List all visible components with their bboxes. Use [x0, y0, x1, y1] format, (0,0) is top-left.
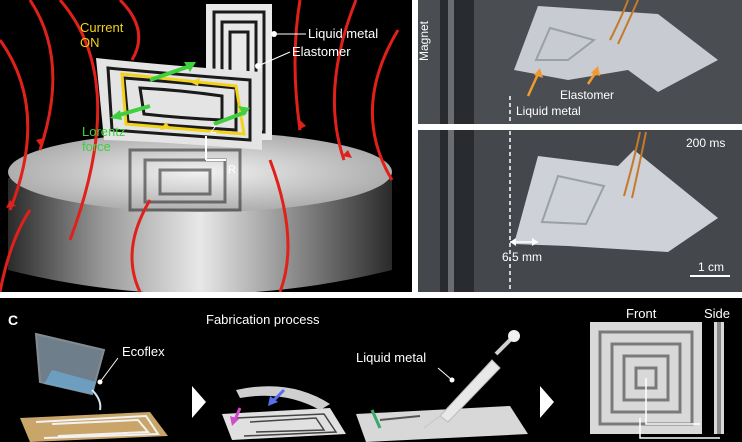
- time-label: 200 ms: [686, 136, 726, 150]
- injection-step: [356, 330, 528, 442]
- peel-step: [222, 386, 346, 440]
- axis-z-label: Z: [210, 124, 217, 136]
- label-arrows: [526, 66, 600, 97]
- syringe: [423, 330, 520, 429]
- ecoflex-beaker: [34, 332, 106, 411]
- side-view-coil: [714, 322, 724, 434]
- current-label: Current ON: [80, 20, 124, 50]
- magnetic-field-lines: [0, 0, 400, 292]
- magnet-cylinder-top: [8, 132, 392, 212]
- scale-bar-label: 1 cm: [698, 260, 725, 274]
- elastomer-label: Elastomer: [292, 44, 351, 59]
- panel-a-illustration: [0, 0, 400, 292]
- lorentz-force-label: Lorentz force: [82, 124, 126, 154]
- ecoflex-label: Ecoflex: [122, 344, 165, 359]
- fabrication-title: Fabrication process: [206, 312, 320, 327]
- actuator-bottom: [514, 150, 718, 252]
- field-arrowheads: [6, 120, 352, 208]
- step-arrow-1: [192, 386, 206, 418]
- liquid-metal-label: Liquid metal: [308, 26, 379, 41]
- actuator-top: [514, 6, 718, 92]
- panel-b-photos: [418, 0, 742, 292]
- coil-mold: [20, 412, 168, 442]
- panel-b: Magnet Elastomer Liquid metal 200 ms 6.5…: [418, 0, 742, 292]
- displacement-label: 6.5 mm: [502, 250, 543, 264]
- displacement-arrow: [510, 238, 538, 246]
- lorentz-force-arrows: [110, 62, 250, 126]
- panel-a: Current ON Lorentz force Liquid metal El…: [0, 0, 412, 292]
- liquid-metal-label: Liquid metal: [356, 350, 427, 365]
- panel-c: C Fabrication process Ecoflex Liquid met…: [0, 298, 742, 442]
- step-arrow-2: [540, 386, 554, 418]
- side-label: Side: [704, 306, 731, 321]
- coil-bent: [96, 58, 262, 150]
- axis-r-label: R: [228, 164, 236, 176]
- liquid-metal-label: Liquid metal: [516, 104, 581, 118]
- panel-c-letter: C: [8, 312, 19, 328]
- elastomer-label: Elastomer: [560, 88, 615, 102]
- coil-reflection: [128, 148, 242, 212]
- axis-indicator: [205, 136, 226, 161]
- front-label: Front: [626, 306, 657, 321]
- front-view-coil: [590, 322, 720, 439]
- panel-c-illustration: [20, 322, 724, 442]
- magnet-label: Magnet: [418, 20, 432, 62]
